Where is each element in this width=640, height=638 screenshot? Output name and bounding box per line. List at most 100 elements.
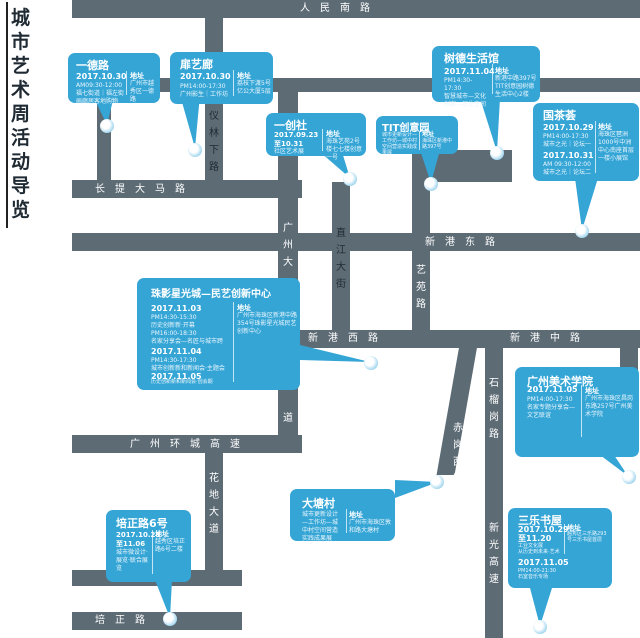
road-label-dao: 道 [283, 413, 293, 424]
location-pin-peizheng[interactable] [163, 612, 177, 626]
venue-name: 一德路 [76, 59, 109, 72]
location-pin-guocha[interactable] [575, 224, 589, 238]
venue-address: 地址广州市海珠区昌岗东路257号广州美术学院 [585, 387, 634, 418]
location-pin-miyilang[interactable] [188, 143, 202, 157]
divider [595, 121, 596, 173]
location-pin-yichuangshe[interactable] [343, 172, 357, 186]
venue-date: 2017.10.30 [180, 72, 231, 81]
location-pin-tit[interactable] [424, 177, 438, 191]
venue-name: 一创社 [274, 119, 307, 132]
venue-date: 2017.10.29 [518, 525, 569, 534]
road-label-shiliu-gang: 石榴岗路 [489, 378, 499, 440]
road-label-huadi-dadao: 花地大道 [209, 473, 219, 535]
road-label-huancheng: 广 州 环 城 高 速 [130, 439, 240, 450]
road-label-yilin-xia: 仪林下路 [209, 111, 219, 173]
venue-card-dayongcun[interactable]: 大塘村 城市更新设计—工作坊—城中村空间营造实践成果展 地址广州市海珠区敦和路大… [290, 489, 395, 542]
location-pin-zhuying[interactable] [364, 356, 378, 370]
venue-name: 树德生活馆 [444, 52, 499, 65]
road-guangzhou-huancheng [72, 435, 302, 453]
location-pin-meishu[interactable] [622, 470, 636, 484]
venue-address: 地址越秀区三乐路293号三乐书屋首层 [567, 524, 607, 544]
venue-date-end: 至11.06 [116, 540, 146, 548]
road-xingang-xi [205, 330, 640, 348]
location-pin-sanle[interactable] [533, 620, 547, 634]
venue-detail: 社区艺术展 [274, 148, 305, 155]
venue-address: 地址广州市海珠区敦和路大塘村 [349, 511, 392, 534]
venue-name: 培正路6号 [116, 517, 168, 530]
venue-address: 地址海珠艺苑2号楼七七楼创意一号 [326, 130, 363, 161]
venue-name: 国茶荟 [543, 109, 576, 122]
venue-card-tit[interactable]: TIT创意园 城市更新设计—工作坊—城中村空间营造实践成果展 地址海珠区新港中路… [376, 116, 458, 156]
venue-date: 2017.11.04 [444, 67, 495, 76]
venue-detail-3: 历史创新新和新闻会·创会期 [151, 379, 213, 385]
divider [564, 524, 565, 554]
venue-name: 三乐书屋 [518, 514, 562, 527]
divider [233, 302, 234, 382]
venue-name: 大塘村 [302, 497, 335, 510]
venue-address: 地址新港中路397号TIT创意园树德生活中心2楼 [495, 67, 537, 98]
road-label-xingang-zhong: 新 港 中 路 [510, 333, 580, 344]
road-xingang-dong [72, 233, 640, 251]
road-label-yiyuan: 艺苑路 [416, 265, 426, 310]
road-label-renmin-nan: 人 民 南 路 [300, 3, 370, 14]
venue-address: 地址荔枝下渡5号亿公大厦5层 [237, 72, 271, 95]
venue-card-yichuangshe[interactable]: 一创社 2017.09.23 至10.31 社区艺术展 地址海珠艺苑2号楼七七楼… [266, 113, 366, 161]
location-pin-shude[interactable] [490, 146, 504, 160]
road-yiyuan [412, 150, 430, 335]
venue-name: 广州美术学院 [527, 375, 593, 388]
venue-card-sanle[interactable]: 三乐书屋 2017.10.29 至11.20 工业文化展从历史到未来·艺术 20… [508, 508, 612, 588]
venue-date-2: 2017.11.04 [151, 347, 202, 356]
page-title-text: 城市艺术周活动导览 [11, 7, 31, 221]
divider [152, 530, 153, 574]
venue-name: TIT创意园 [382, 123, 430, 134]
location-pin-yidelu[interactable] [100, 119, 114, 133]
venue-card-peizheng[interactable]: 培正路6号 2017.10.28 至11.06 城市微设计·展览·联合展览 地址… [106, 510, 191, 582]
road-label-guangzhou-da: 广州大 [283, 223, 293, 268]
venue-date-end: 至11.20 [518, 534, 552, 543]
road-peizheng [72, 612, 242, 630]
venue-date-2: 2017.10.31 [543, 151, 594, 160]
venue-date-2: 2017.11.05 [518, 558, 569, 567]
divider [492, 64, 493, 94]
road-renmin-nan [72, 0, 640, 18]
venue-address: 地址广州市海珠区新港中路354号珠影星光城民艺创新中心 [237, 304, 298, 335]
venue-name: 扉艺廊 [180, 58, 213, 71]
venue-name: 珠影星光城—民艺创新中心 [151, 289, 271, 300]
venue-date-end: 至10.31 [274, 140, 304, 148]
road-label-xingang-dong: 新 港 东 路 [425, 237, 495, 248]
venue-date-3: 2017.11.05 [151, 372, 202, 381]
venue-detail: 城市微设计·展览·联合展览 [116, 549, 148, 572]
road-label-xinguang: 新光高速 [489, 523, 499, 585]
divider [126, 71, 127, 95]
road-label-zhijiang: 直江大街 [336, 228, 346, 290]
road-label-changdi-dama: 长 提 大 马 路 [95, 184, 185, 195]
road-label-peizheng: 培 正 路 [95, 615, 145, 626]
road-label-chigang-xi: 赤岗西路 [453, 423, 463, 485]
venue-date: 2017.10.30 [76, 72, 127, 81]
location-pin-dayongcun[interactable] [430, 475, 444, 489]
divider [419, 131, 420, 150]
divider [322, 129, 323, 151]
divider [346, 509, 347, 533]
venue-address: 地址越秀区培正路6号二楼 [155, 530, 186, 553]
road-changdi-dama [72, 180, 302, 198]
venue-detail: 城市更新设计—工作坊—城中村空间营造实践成果展 [382, 132, 418, 156]
venue-detail: 城市更新设计—工作坊—城中村空间营造实践成果展 [302, 511, 339, 542]
venue-date: 2017.11.05 [527, 385, 578, 394]
road-huadi-dadao [205, 453, 223, 586]
